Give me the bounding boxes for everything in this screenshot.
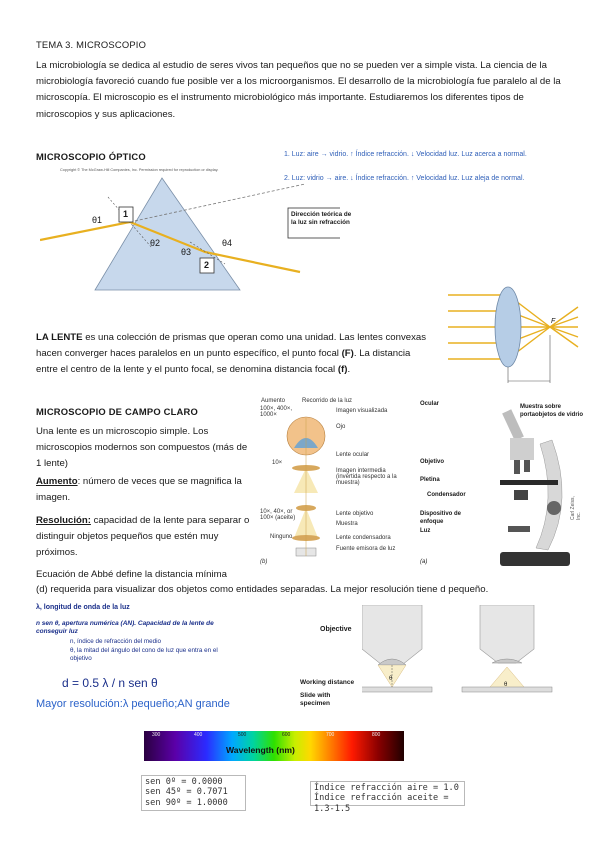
resolucion-paragraph: Resolución: capacidad de la lente para s… — [36, 513, 250, 562]
objective-theta-left: θ — [389, 676, 393, 682]
lente-fl: (f) — [337, 364, 348, 376]
micro-objetivo: Objetivo — [420, 459, 445, 465]
aumento-paragraph: Aumento: número de veces que se magnific… — [36, 474, 250, 506]
lente-f: (F) — [341, 348, 354, 360]
sen-table: sen 0º = 0.0000 sen 45º = 0.7071 sen 90º… — [141, 775, 246, 811]
resolucion-text: capacidad de la lente para separar o dis… — [36, 515, 250, 559]
prism-box-2 — [199, 257, 215, 274]
spectrum-tick-4: 700 — [326, 732, 335, 738]
indice-table: Índice refracción aire = 1.0 Índice refr… — [310, 781, 465, 814]
focal-point-label: F — [551, 318, 556, 325]
indice-row: Índice refracción aceite = 1.3-1.5 — [314, 793, 449, 814]
section-heading-optico: MICROSCOPIO ÓPTICO — [36, 151, 146, 162]
theta-1: θ1 — [92, 215, 103, 225]
prism-box-1 — [118, 206, 134, 223]
spectrum-tick-3: 600 — [282, 732, 291, 738]
lente-text-a: es una colección de prismas que operan c… — [36, 332, 427, 360]
sen-row: sen 0º = 0.0000 — [145, 777, 223, 787]
sen-row: sen 45º = 0.7071 — [145, 787, 228, 798]
abbe-lambda: λ, longitud de onda de la luz — [36, 604, 130, 611]
diag-recorrido: Recorrido de la luz — [302, 398, 353, 404]
micro-pletina: Pletina — [420, 477, 440, 483]
diag-muestra: Muestra — [336, 521, 358, 527]
lente-bold: LA LENTE — [36, 332, 83, 343]
refraction-note-2: 2. Luz: vidrio → aire. ↓ Índice refracci… — [284, 175, 525, 182]
working-distance-label: Working distance — [300, 679, 355, 686]
spectrum-tick-0: 300 — [152, 732, 161, 738]
spectrum-label: Wavelength (nm) — [226, 745, 295, 755]
spectrum-tick-2: 500 — [238, 732, 247, 738]
micro-fig-a: (a) — [420, 559, 428, 565]
objective-left — [362, 605, 423, 666]
theta-3: θ3 — [181, 247, 192, 257]
indice-row: Índice refracción aire = 1.0 — [314, 783, 459, 793]
diag-img-int: Imagen intermedia (invertida respecto a … — [336, 468, 397, 486]
aumento-label: Aumento — [36, 476, 78, 487]
campo-paragraph-1: Una lente es un microscopio simple. Los … — [36, 426, 248, 470]
lente-text-c: . — [347, 364, 351, 376]
spectrum-tick-1: 400 — [194, 732, 203, 738]
prism-label-box — [287, 207, 340, 239]
diag-fig-b: (b) — [260, 559, 268, 565]
diag-lente-cond: Lente condensadora — [336, 535, 391, 541]
abbe-n: n, índice de refracción del medio — [70, 638, 162, 645]
abbe-theta: θ, la mitad del ángulo del cono de luz q… — [70, 647, 218, 662]
spectrum-bar — [144, 731, 404, 761]
prism-diagram — [40, 177, 340, 291]
intro-paragraph: La microbiología se dedica al estudio de… — [36, 60, 561, 120]
abbe-an: n sen θ, apertura numérica (AN). Capacid… — [36, 620, 214, 635]
abbe-formula: d = 0.5 λ / n sen θ — [62, 676, 158, 690]
diag-fuente: Fuente emisora de luz — [336, 546, 396, 552]
abbe-line-2: (d) requerida para visualizar dos objeto… — [36, 584, 489, 595]
abbe-mayor: Mayor resolución:λ pequeño;AN grande — [36, 698, 230, 710]
aumento-text: : número de veces que se magnifica la im… — [36, 476, 242, 504]
refraction-note-1: 1. Luz: aire → vidrio. ↑ Índice refracci… — [284, 151, 527, 158]
prism-shape — [94, 177, 241, 291]
prism-box-1-label: 1 — [123, 209, 129, 219]
micro-luz: Luz — [420, 528, 431, 534]
micro-credit: Carl Zeiss, Inc. — [570, 496, 582, 520]
prism-box-2-label: 2 — [204, 260, 210, 270]
diag-lente-ocular: Lente ocular — [336, 452, 370, 458]
prism-copyright: Copyright © The McGraw-Hill Companies, I… — [60, 168, 219, 172]
section-heading-campo: MICROSCOPIO DE CAMPO CLARO — [36, 406, 198, 417]
lente-paragraph: LA LENTE es una colección de prismas que… — [36, 330, 431, 379]
diag-ojo: Ojo — [336, 424, 346, 430]
spectrum-tick-5: 800 — [372, 732, 381, 738]
micro-ocular: Ocular — [420, 401, 440, 407]
micro-enfoque: Dispositivo de enfoque — [420, 511, 462, 525]
diag-aumento: Aumento — [261, 398, 286, 404]
prism-theoretical-label: Dirección teórica de la luz sin refracci… — [291, 211, 352, 226]
objective-theta-right: θ — [504, 682, 508, 688]
page-title: TEMA 3. MICROSCOPIO — [36, 39, 147, 50]
incoming-ray — [40, 220, 131, 242]
diag-ninguno: Ninguno — [270, 534, 293, 540]
microscope-illustration — [500, 409, 570, 566]
objective-diagrams — [362, 605, 553, 693]
objective-label: Objective — [320, 626, 352, 633]
convex-lens — [494, 286, 522, 368]
theta-2: θ2 — [150, 238, 161, 248]
resolucion-label: Resolución: — [36, 515, 91, 526]
slide-label: Slide with specimen — [300, 692, 331, 707]
light-path-diagram — [286, 416, 326, 557]
micro-muestra: Muestra sobre portaobjetos de vidrio — [520, 404, 584, 418]
sen-row: sen 90º = 1.0000 — [145, 797, 228, 808]
objective-right — [479, 605, 535, 664]
diag-img-vis: Imagen visualizada — [336, 408, 388, 414]
abbe-line-1: Ecuación de Abbé define la distancia mín… — [36, 569, 227, 580]
diag-lente-obj: Lente objetivo — [336, 511, 374, 517]
refracted-ray — [129, 220, 301, 274]
diag-mag2: 10× — [272, 460, 283, 466]
diag-mag1: 100×, 400×, 1000× — [260, 406, 293, 418]
micro-condensador: Condensador — [427, 492, 466, 498]
diag-mag3: 10×, 40×, or 100× (aceite) — [260, 509, 296, 521]
lente-text-b: . La distancia entre el centro de la len… — [36, 348, 411, 376]
lens-diagram — [448, 286, 579, 383]
theta-4: θ4 — [222, 238, 233, 248]
